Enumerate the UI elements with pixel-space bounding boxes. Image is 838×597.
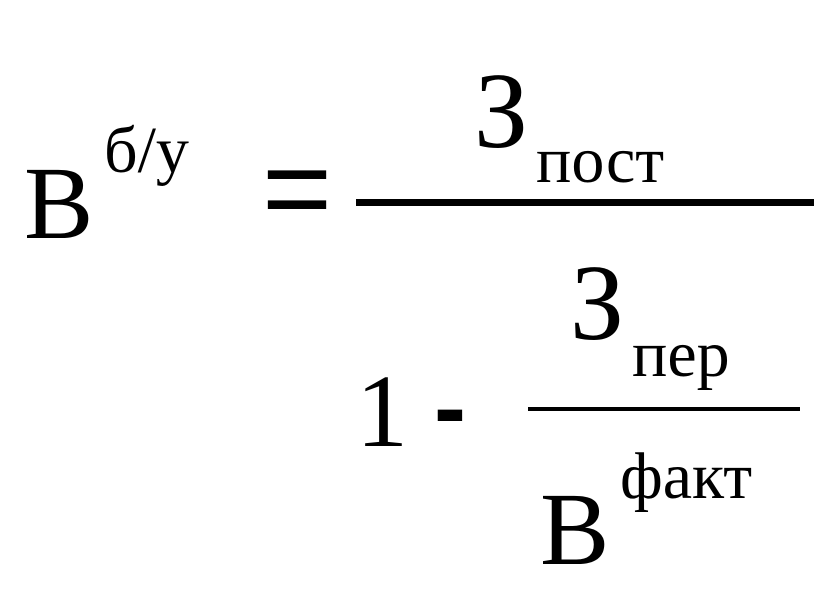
equals-sign: = (262, 121, 333, 255)
main-fraction-bar (356, 199, 814, 206)
numerator-subscript: пост (536, 124, 665, 197)
denominator-one: 1 (356, 354, 408, 469)
lhs-variable: В (24, 146, 94, 261)
inner-fraction-bar (528, 407, 800, 411)
numerator-variable: З (474, 52, 529, 171)
lhs-superscript: б/у (104, 114, 189, 187)
inner-numerator-variable: З (570, 244, 625, 363)
inner-denominator-variable: В (540, 472, 610, 587)
inner-denominator-superscript: факт (620, 440, 753, 513)
inner-numerator-subscript: пер (632, 318, 730, 391)
denominator-minus: - (434, 354, 466, 461)
